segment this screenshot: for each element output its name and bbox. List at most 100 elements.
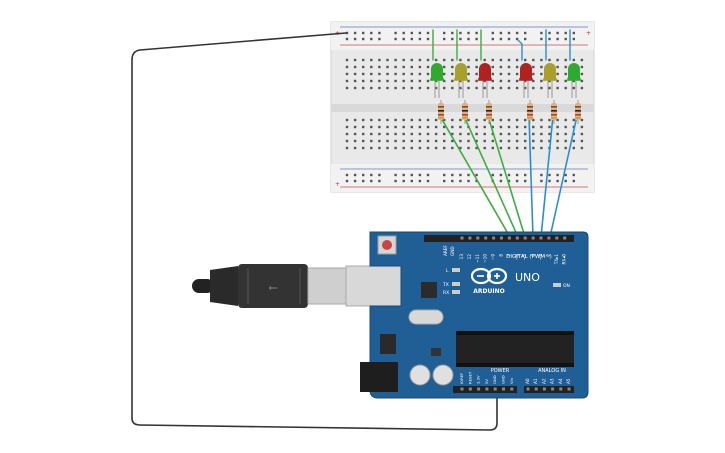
led-yellow: [454, 63, 468, 98]
power-pin: [510, 387, 514, 391]
capacitor-2: [432, 364, 454, 386]
digital-pin-label: ~6: [514, 254, 519, 261]
digital-header: [424, 235, 574, 242]
digital-pin-label: ~10: [483, 254, 488, 263]
resistor-1: [438, 100, 444, 124]
breadboard-holes: [345, 31, 584, 183]
analog-pin-label: A1: [533, 378, 538, 384]
led-green: [567, 63, 581, 98]
digital-pin-label: 7: [506, 254, 511, 257]
resistor-group: [438, 100, 581, 124]
analog-pin: [526, 387, 530, 391]
aref-label: AREF: [443, 245, 448, 256]
resistor-5: [551, 100, 557, 124]
power-pin: [502, 387, 505, 391]
digital-pin-label: ~11: [475, 254, 480, 263]
tx-led: [452, 282, 460, 286]
capacitor-1: [409, 364, 431, 386]
resistor-4: [527, 100, 533, 124]
digital-header-label: DIGITAL (PWM~): [506, 254, 552, 260]
digital-pin-label: ~5: [522, 254, 527, 261]
digital-pin: [500, 236, 503, 240]
green-wire-3: [487, 115, 526, 238]
power-pin-label: Vin: [509, 377, 514, 384]
led-group: [430, 63, 581, 98]
resistor-6: [575, 100, 581, 124]
usb-chip: [421, 282, 437, 298]
on-label: ON: [563, 283, 570, 289]
blue-wire-3: [549, 115, 578, 238]
digital-pin-label: 12: [467, 254, 472, 260]
power-jack: [360, 362, 398, 392]
digital-pin: [507, 236, 511, 240]
power-pin-label: 5V: [484, 379, 489, 384]
usb-strain-relief: [210, 266, 238, 306]
rail-plus-label-bottom: +: [335, 181, 340, 188]
model-label: UNO: [515, 271, 540, 284]
arduino-logo-icon: [470, 267, 508, 285]
digital-pin-label: ~3: [538, 254, 543, 261]
l-led: [452, 268, 460, 272]
digital-pin-label: 4: [530, 254, 535, 257]
ground-wire: [131, 32, 498, 431]
power-pin-label: IOREF: [459, 373, 464, 384]
digital-pin: [539, 236, 543, 240]
digital-pin: [468, 236, 472, 240]
led-red: [519, 63, 533, 98]
analog-pin-label: A2: [541, 378, 546, 384]
led-yellow: [543, 63, 557, 98]
power-header-label: POWER: [491, 368, 510, 374]
analog-pin: [551, 387, 555, 391]
digital-pin-label: TX▸1: [554, 254, 559, 266]
digital-pin-label: RX◂0: [562, 254, 567, 265]
green-wire-1: [439, 115, 511, 238]
analog-pin: [534, 387, 538, 391]
digital-pin: [555, 236, 559, 240]
power-pin-label: GND: [501, 375, 506, 384]
l-label: L: [446, 268, 449, 274]
usb-symbol-icon: ⭠: [268, 280, 278, 294]
digital-pin-label: 2: [546, 254, 551, 257]
resistor-3: [486, 100, 492, 124]
on-led: [553, 283, 561, 287]
rail-plus-label-right: +: [586, 30, 591, 37]
digital-pin-label: 8: [499, 254, 504, 257]
power-pin-label: 3.3V: [476, 375, 481, 384]
power-pin-label: GND: [492, 375, 497, 384]
board-usb-port: [345, 265, 402, 307]
green-wire-2: [463, 115, 519, 238]
digital-pin: [547, 236, 551, 240]
blue-wire-1: [528, 115, 534, 238]
analog-pin: [559, 387, 563, 391]
power-pin: [460, 387, 464, 391]
usb-cable: ⭠: [192, 264, 402, 308]
digital-pin: [484, 236, 488, 240]
gnd-label: GND: [450, 246, 455, 256]
digital-pin-label: ~9: [491, 254, 496, 261]
analog-pin-label: A3: [550, 378, 555, 384]
rx-label: RX: [443, 290, 449, 296]
analog-header: [524, 386, 574, 393]
reset-button-cap: [382, 240, 392, 250]
digital-pin: [492, 236, 496, 240]
digital-pin-label: 13: [459, 254, 464, 260]
bottom-power-rail: [331, 164, 594, 192]
power-pin: [485, 387, 489, 391]
rx-led: [452, 290, 460, 294]
analog-pin-label: A4: [558, 378, 563, 384]
power-pin: [468, 387, 472, 391]
cable-end: [192, 279, 214, 293]
microcontroller-chip: [456, 335, 574, 363]
digital-pin: [460, 236, 464, 240]
blue-wire-2: [540, 115, 554, 238]
digital-pin: [563, 236, 567, 240]
tx-label: TX: [442, 282, 449, 288]
power-header: [453, 386, 517, 393]
digital-pin: [515, 236, 519, 240]
regulator: [380, 334, 396, 354]
led-green: [430, 63, 444, 98]
